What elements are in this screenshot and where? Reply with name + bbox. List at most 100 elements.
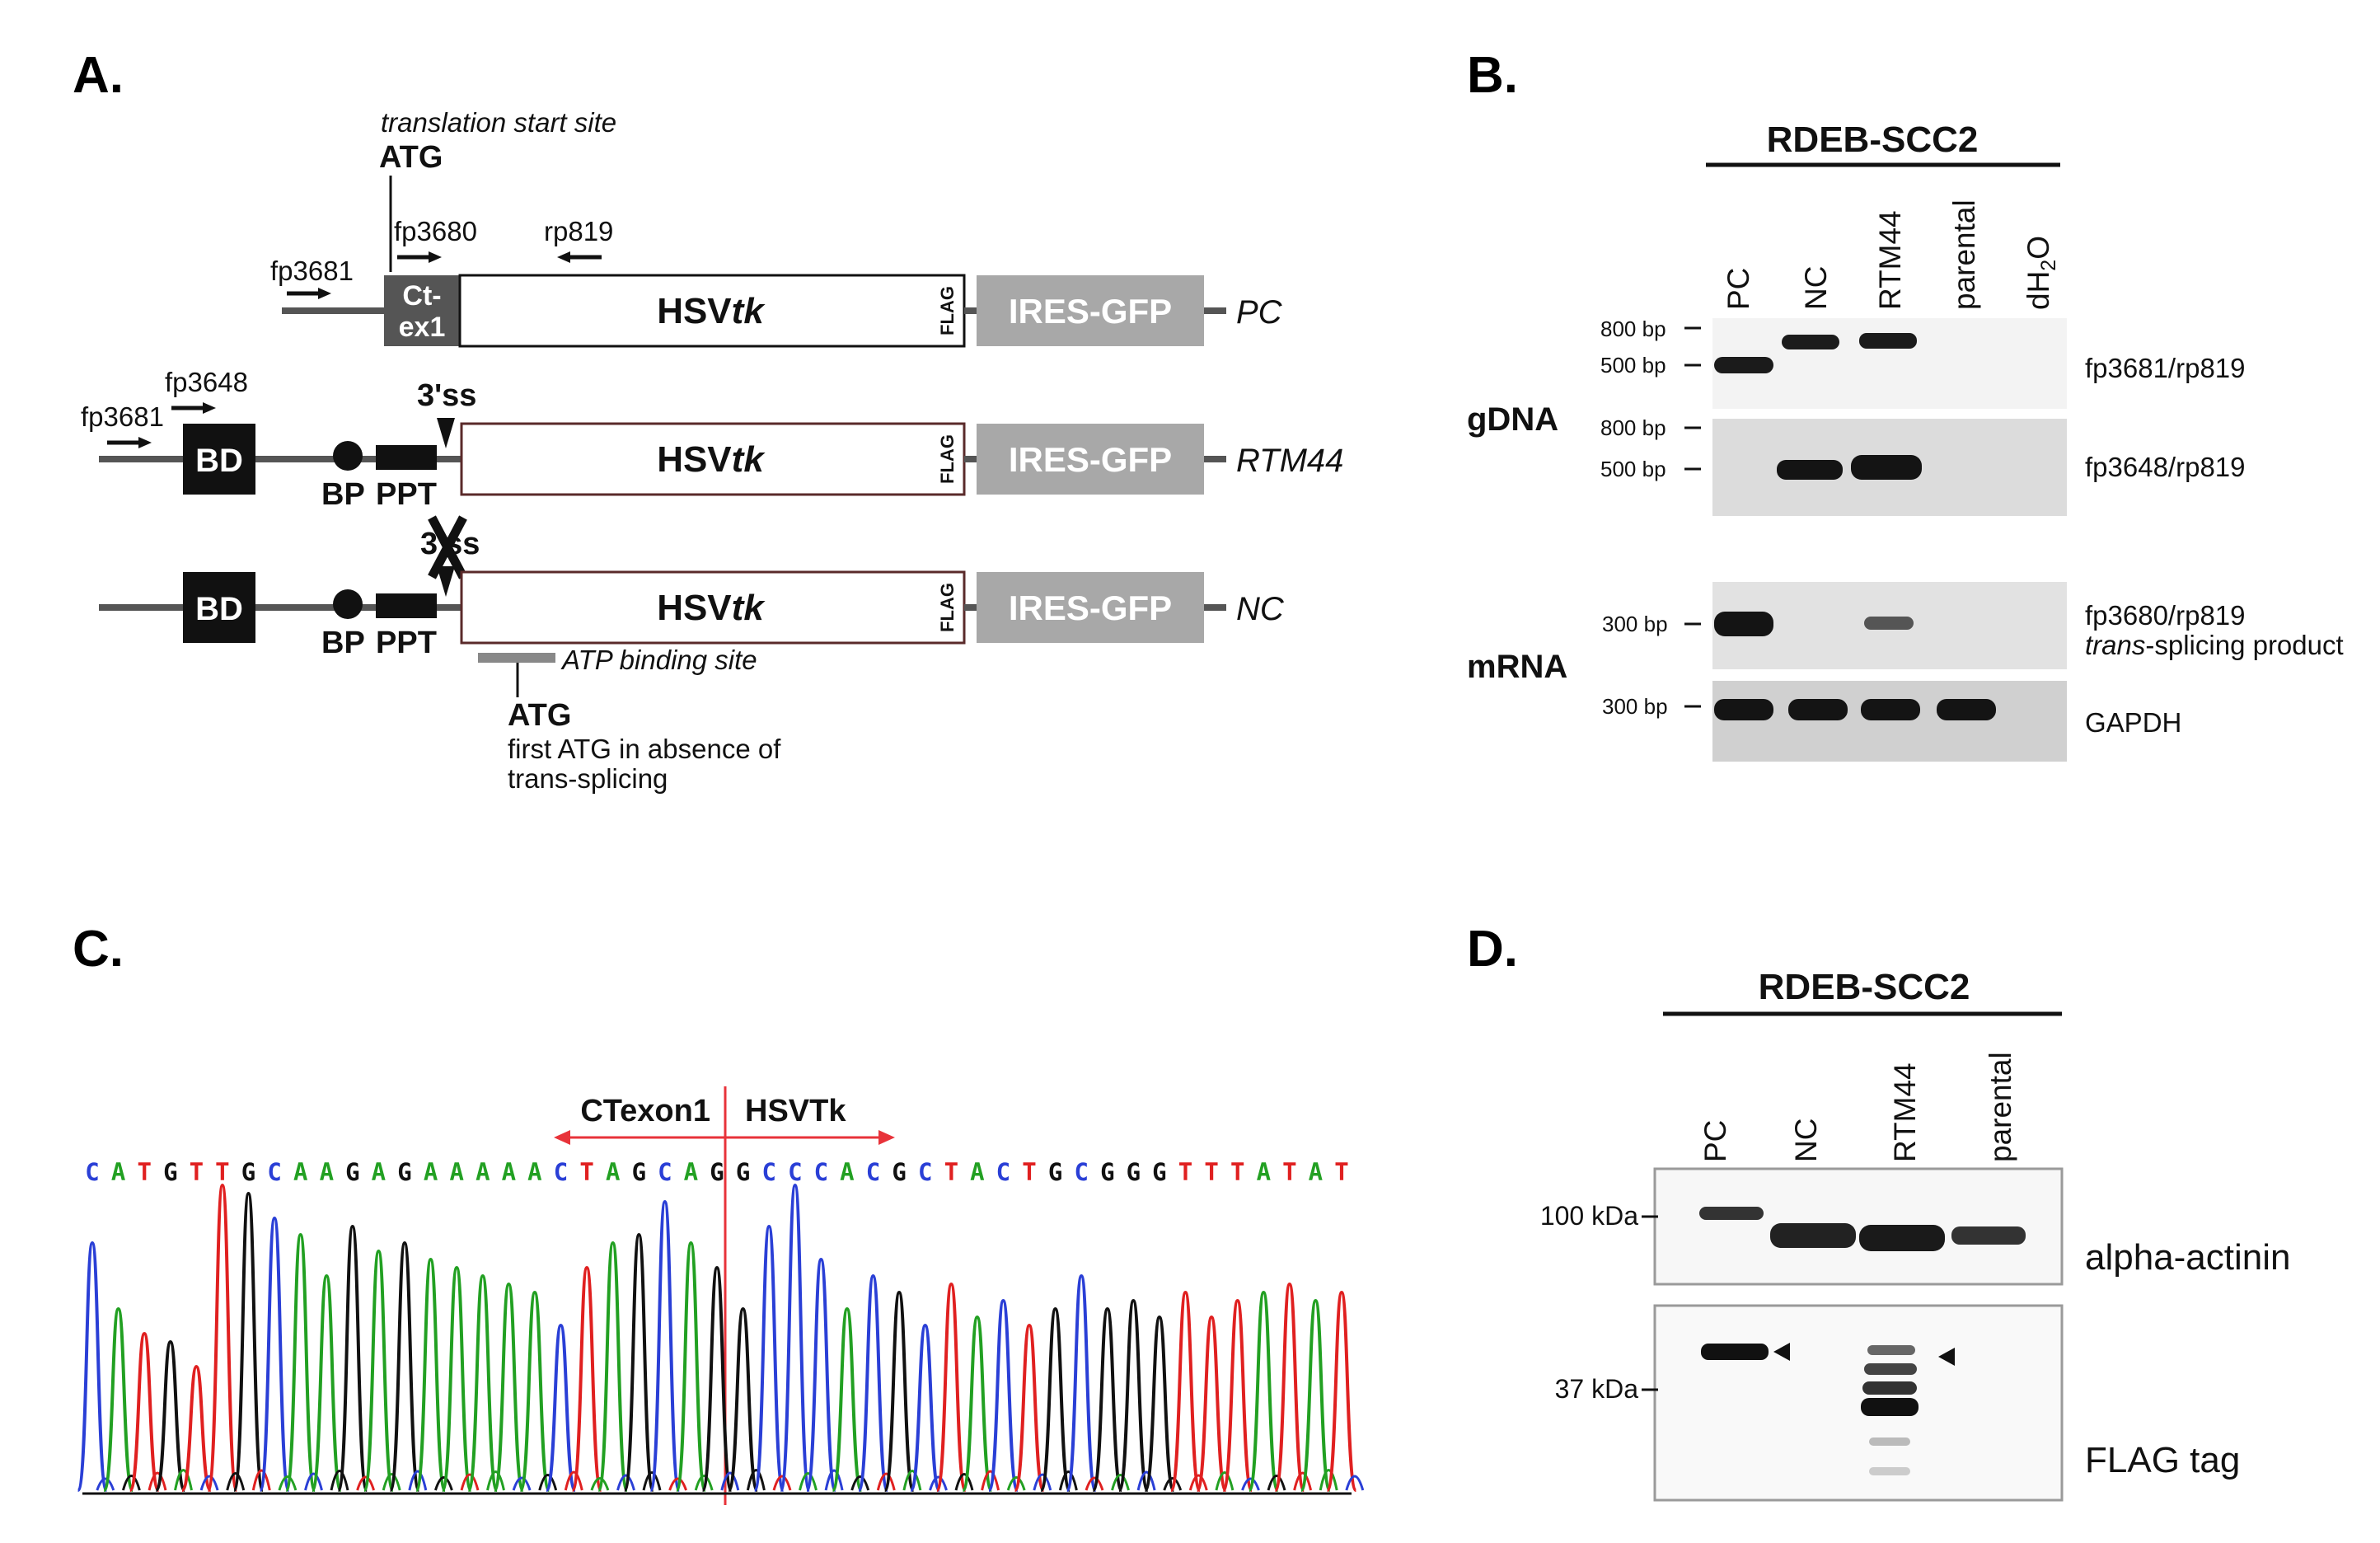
chromatogram-noise-peak: [694, 1475, 714, 1491]
hsvtk-label-rtm44: HSVtk: [657, 439, 766, 480]
band-b2-rtm44: [1851, 455, 1922, 480]
chromatogram-noise-peak: [1163, 1477, 1183, 1491]
chromatogram-peak: [649, 1199, 682, 1492]
lane-b-parental: parental: [1947, 199, 1981, 310]
sequence-letter: T: [1022, 1158, 1036, 1186]
panel-label-a: A.: [73, 47, 124, 104]
3ss-marker-nc: [437, 566, 455, 597]
sequence-letter: A: [1309, 1158, 1323, 1186]
sequence-letter: G: [1152, 1158, 1166, 1186]
chromatogram-peak: [883, 1290, 916, 1492]
lane-d-rtm44: RTM44: [1888, 1062, 1922, 1162]
nc-construct-label: NC: [1236, 591, 1285, 627]
chromatogram-noise-peak: [460, 1473, 480, 1491]
marker-500-2: 500 bp: [1600, 457, 1666, 481]
band-b4-parental: [1937, 699, 1996, 720]
chromatogram-noise-peak: [226, 1472, 246, 1491]
band-b4-nc: [1788, 699, 1848, 720]
chromatogram-noise-peak: [876, 1472, 896, 1491]
gel-strip-3: 300 bp fp3680/rp819 trans-splicing produ…: [1602, 582, 2344, 669]
lane-b-pc: PC: [1722, 268, 1755, 310]
chromatogram-peak: [1013, 1323, 1046, 1492]
sequence-letter: C: [1074, 1158, 1088, 1186]
chromatogram-noise-peak: [512, 1476, 532, 1491]
alpha-actinin-label: alpha-actinin: [2085, 1237, 2291, 1278]
sequence-letter: T: [1334, 1158, 1348, 1186]
ctexon1-arrowhead: [554, 1130, 570, 1145]
chromatogram-peak: [987, 1298, 1019, 1492]
chromatogram-noise-peak: [1267, 1475, 1286, 1491]
chromatogram-peak: [597, 1240, 629, 1492]
chromatogram-peak: [232, 1191, 265, 1492]
bd-box-nc: [183, 572, 255, 643]
ctexon1-label: CTexon1: [580, 1094, 710, 1128]
chromatogram-noise-peak: [824, 1469, 844, 1491]
rp819-arrowhead: [557, 251, 570, 263]
marker-800-2: 800 bp: [1600, 415, 1666, 440]
sequence-letter: G: [892, 1158, 906, 1186]
chromatogram-noise-peak: [251, 1469, 271, 1491]
chromatogram-noise-peak: [278, 1475, 298, 1491]
construct-nc: BD BP PPT 3'ss HSVtk FLAG IRES-GFP NC AT…: [99, 515, 1285, 794]
chromatogram-peak: [154, 1339, 187, 1492]
chromatogram-noise-peak: [148, 1471, 167, 1491]
blot-flag-tag-bg: [1653, 1304, 2064, 1502]
lane-d-parental: parental: [1984, 1052, 2017, 1162]
chromatogram-noise-peak: [1345, 1475, 1365, 1491]
chromatogram-noise-peak: [356, 1475, 376, 1491]
chromatogram-peak: [622, 1232, 655, 1492]
blot-flag-tag: 37 kDa FLAG tag: [1555, 1304, 2240, 1502]
chromatogram-noise-peak: [1241, 1477, 1260, 1491]
chromatogram-peak: [857, 1273, 889, 1492]
hsvtk-label-nc: HSVtk: [657, 588, 766, 628]
hsvtk-box-rtm44: [460, 422, 966, 496]
chromatogram-peak: [961, 1315, 994, 1492]
chromatogram-noise-peak: [746, 1469, 766, 1491]
sequence-letter: C: [814, 1158, 828, 1186]
sequence-letter: C: [658, 1158, 672, 1186]
sequence-letter: G: [163, 1158, 177, 1186]
atp-binding-bar: [478, 653, 555, 663]
band-d2-rtm44-4: [1861, 1398, 1919, 1416]
ires-gfp-box-rtm44: [977, 424, 1204, 495]
fp3681-label-rtm44: fp3681: [81, 401, 164, 432]
chromatogram-noise-peak: [668, 1477, 688, 1491]
chromatogram-peak: [518, 1290, 551, 1492]
marker-300-4: 300 bp: [1602, 694, 1668, 719]
ct-ex1-box: [384, 275, 460, 346]
band-b3-rtm44: [1864, 617, 1914, 630]
chromatogram-peak: [284, 1232, 316, 1492]
chromatogram-peak: [909, 1323, 941, 1492]
chromatogram-peak: [336, 1224, 369, 1492]
sequence-letter: T: [1282, 1158, 1296, 1186]
lane-d-nc: NC: [1789, 1119, 1823, 1162]
fp3648-label: fp3648: [165, 367, 248, 397]
panel-label-d: D.: [1467, 921, 1518, 978]
sequence-letter: A: [684, 1158, 698, 1186]
3ss-label-rtm44: 3'ss: [417, 378, 476, 413]
gapdh-label: GAPDH: [2085, 707, 2181, 738]
lane-b-dh2o: dH2O: [2022, 236, 2060, 310]
sequence-letter: A: [606, 1158, 620, 1186]
chromatogram-peak: [1221, 1298, 1253, 1492]
gel-strip-1: 800 bp 500 bp fp3681/rp819: [1600, 317, 2246, 409]
lane-b-rtm44: RTM44: [1873, 210, 1907, 310]
sequence-letter: C: [554, 1158, 568, 1186]
chromatogram-noise-peak: [1293, 1471, 1313, 1491]
sequence-letter: T: [579, 1158, 593, 1186]
fp3681-arrowhead-pc: [318, 288, 331, 299]
chromatogram-peak: [128, 1331, 161, 1492]
sequence-letter: A: [372, 1158, 386, 1186]
chromatogram-noise-peak: [199, 1475, 219, 1491]
panel-label-b: B.: [1467, 47, 1518, 104]
ppt-box-nc: [376, 593, 437, 618]
sequence-letter: C: [85, 1158, 99, 1186]
sequence-letter: T: [1230, 1158, 1244, 1186]
chromatogram-peak: [76, 1240, 109, 1492]
translation-start-site-label: translation start site: [381, 107, 616, 138]
construct-pc: fp3681 fp3680 rp819 Ct- ex1 HSVtk FLAG I…: [270, 216, 1283, 348]
chromatogram-noise-peak: [799, 1472, 818, 1491]
blot-d-title: RDEB-SCC2: [1759, 967, 1970, 1007]
chromatogram-peak: [1325, 1290, 1358, 1492]
chromatogram-noise-peak: [772, 1475, 792, 1491]
